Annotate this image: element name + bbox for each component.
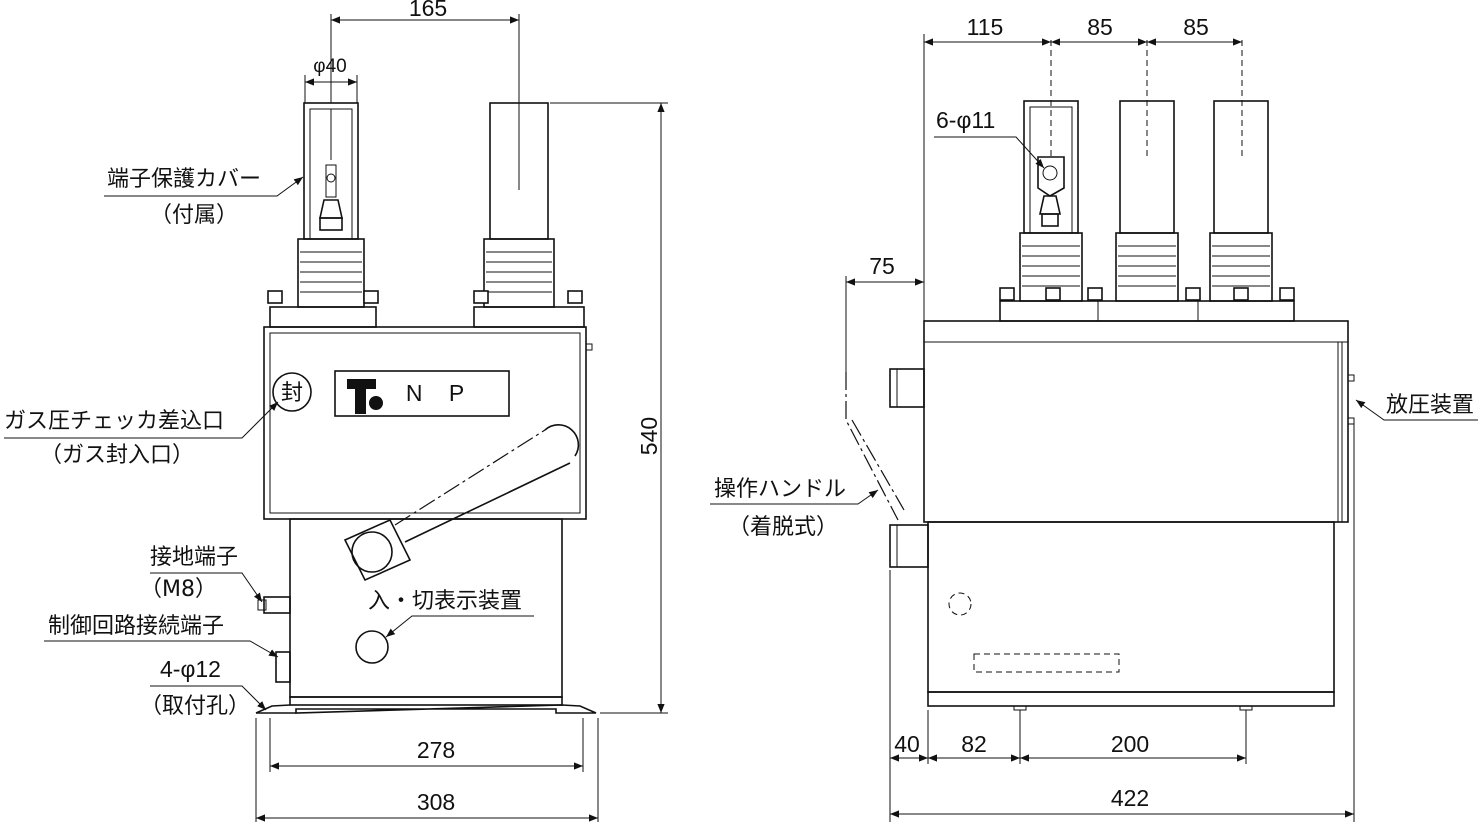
label-handle-sub: （着脱式） bbox=[728, 515, 838, 540]
side-view: 115 85 85 75 40 82 200 422 6-φ11 操作ハンドル … bbox=[710, 14, 1478, 822]
ground-terminal bbox=[263, 596, 291, 614]
dim-overall: 422 bbox=[1111, 785, 1149, 811]
dim-handle-offset: 75 bbox=[869, 253, 895, 279]
seal-mark: 封 bbox=[281, 381, 303, 406]
control-terminal bbox=[275, 651, 291, 683]
label-mount-holes: 4-φ12 bbox=[160, 656, 221, 682]
nameplate-text: N P bbox=[406, 380, 474, 406]
label-terminal-holes: 6-φ11 bbox=[936, 107, 995, 133]
label-gas-port-sub: （ガス封入口） bbox=[40, 443, 194, 468]
front-upper-tank bbox=[263, 326, 587, 520]
dim-height: 540 bbox=[636, 417, 662, 455]
label-control-terminal: 制御回路接続端子 bbox=[48, 614, 224, 639]
dim-span-2: 85 bbox=[1087, 14, 1113, 40]
dim-bushing-dia: φ40 bbox=[313, 56, 346, 77]
side-handle-port-upper bbox=[889, 368, 925, 408]
side-dashed-circle bbox=[948, 592, 972, 616]
side-upper-tank bbox=[923, 320, 1349, 523]
dim-top-span: 165 bbox=[409, 0, 447, 21]
side-lower-tank bbox=[927, 521, 1335, 693]
front-operating-handle bbox=[343, 424, 580, 582]
dim-base-outer: 308 bbox=[417, 789, 455, 815]
front-view: 封 N P 165 φ40 540 bbox=[4, 0, 668, 822]
label-gas-port: ガス圧チェッカ差込口 bbox=[4, 409, 224, 434]
side-bushing-3 bbox=[1209, 100, 1273, 302]
label-ground-terminal-sub: （M8） bbox=[140, 577, 217, 602]
nameplate bbox=[334, 370, 510, 417]
label-mount-holes-sub: （取付孔） bbox=[140, 694, 250, 719]
label-terminal-cover-sub: （付属） bbox=[150, 203, 238, 228]
dim-span-3: 85 bbox=[1183, 14, 1209, 40]
side-handle-port-lower bbox=[889, 524, 929, 568]
indicator-lamp bbox=[355, 630, 389, 664]
dim-span-1: 115 bbox=[967, 14, 1004, 40]
label-ground-terminal: 接地端子 bbox=[150, 545, 238, 570]
dim-base-inner: 278 bbox=[417, 737, 455, 763]
front-base bbox=[289, 696, 563, 706]
dim-bottom-82: 82 bbox=[961, 731, 987, 757]
dim-bottom-40: 40 bbox=[894, 731, 920, 757]
seal-mark-circle bbox=[272, 372, 312, 412]
label-handle: 操作ハンドル bbox=[714, 477, 846, 502]
dim-bottom-200: 200 bbox=[1111, 731, 1149, 757]
front-left-bushing bbox=[267, 102, 379, 328]
front-right-bushing bbox=[473, 102, 585, 328]
label-indicator: 入・切表示装置 bbox=[368, 589, 522, 614]
label-pressure-relief: 放圧装置 bbox=[1386, 393, 1474, 418]
label-terminal-cover: 端子保護カバー bbox=[107, 167, 261, 192]
logo-mark bbox=[347, 379, 376, 414]
side-dashed-window bbox=[973, 653, 1120, 673]
